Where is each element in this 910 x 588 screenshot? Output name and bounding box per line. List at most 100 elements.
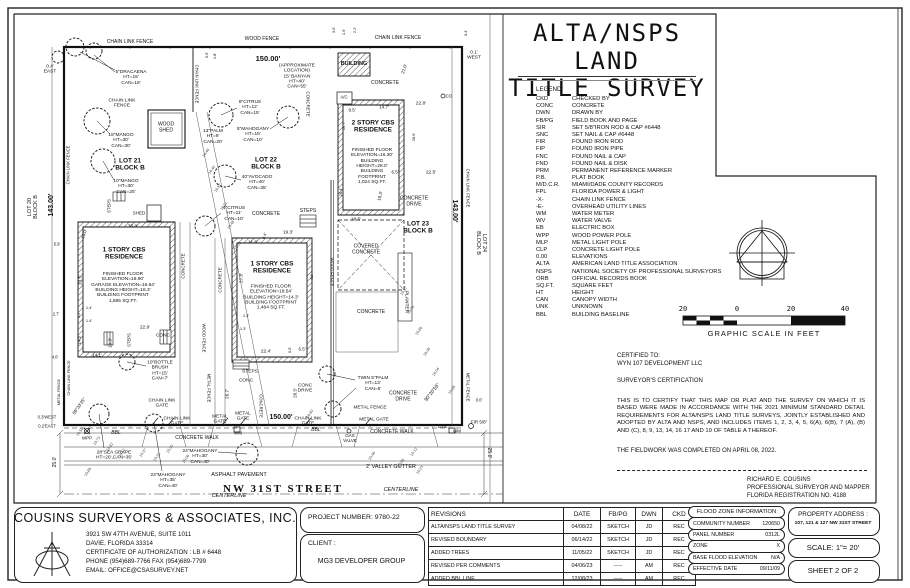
survey-label: CONC DRIVE <box>297 383 313 394</box>
svg-text:x: x <box>129 45 132 50</box>
survey-label: BUILDING <box>340 60 368 67</box>
survey-label: CONC <box>238 378 254 384</box>
svg-text:x: x <box>89 45 92 50</box>
svg-text:x: x <box>329 45 332 50</box>
survey-label: STEPS <box>299 208 317 215</box>
survey-label: 0.4' <box>462 29 468 37</box>
survey-label: CENTERLINE <box>383 486 419 493</box>
survey-label: CONCRETE <box>251 211 281 218</box>
survey-label: 26.7' <box>224 389 230 399</box>
steps-boxes <box>103 191 317 370</box>
residence-3-outline <box>337 99 405 216</box>
svg-text:x: x <box>461 298 464 303</box>
survey-label: 19.3' <box>282 230 294 236</box>
certification-heading: SURVEYOR'S CERTIFICATION <box>617 378 703 384</box>
concrete-patio-outline <box>335 291 399 353</box>
scale-value: SCALE: 1"= 20' <box>806 543 860 552</box>
survey-label: 2.2' <box>351 26 357 34</box>
survey-label: 23"MAHOGANY HT=35' CAN=40' <box>150 472 186 489</box>
svg-text:x: x <box>209 423 212 428</box>
survey-label: 26.5' <box>292 388 298 398</box>
svg-text:x: x <box>461 343 464 348</box>
survey-label: CHAIN LINK FENCE <box>65 145 71 185</box>
survey-label: STEPS <box>242 369 258 375</box>
survey-label: 5.9' <box>53 241 61 247</box>
gate-marks <box>151 417 372 426</box>
survey-label: METAL FENCE <box>353 405 387 411</box>
svg-text:x: x <box>449 423 452 428</box>
property-boundary <box>62 45 464 427</box>
survey-label: 1 STORY CBS RESIDENCE <box>102 246 146 261</box>
tree-leaders <box>79 51 357 472</box>
svg-text:x: x <box>369 45 372 50</box>
svg-text:x: x <box>289 45 292 50</box>
survey-label: BBL <box>311 427 321 434</box>
survey-label: METAL GATE <box>359 417 389 423</box>
survey-label: CHAIN LINK FENCE <box>106 39 154 46</box>
survey-label: LOT 20 BLOCK B <box>26 195 39 219</box>
survey-label: 5"MAHOGANY HT=15' CAN=10' <box>236 126 270 143</box>
svg-text:x: x <box>63 73 66 78</box>
svg-text:x: x <box>63 388 66 393</box>
svg-text:x: x <box>63 163 66 168</box>
survey-label: ASPHALT PAVEMENT <box>211 471 267 478</box>
svg-text:x: x <box>209 45 212 50</box>
scale-label-20-right: 20 <box>786 305 796 313</box>
ac-unit-box <box>336 91 353 105</box>
svg-text:x: x <box>409 45 412 50</box>
survey-label: 1 STORY CBS RESIDENCE <box>250 260 294 275</box>
survey-label: CHAIN LINK FENCE <box>66 360 71 396</box>
survey-label: GAS VALVE <box>343 432 357 443</box>
wood-shed-outline <box>147 109 186 149</box>
company-logo-icon <box>33 532 71 577</box>
certified-to-label: CERTIFIED TO: <box>617 353 661 359</box>
svg-text:x: x <box>63 208 66 213</box>
company-box <box>14 507 297 583</box>
survey-label: 23.5' <box>77 275 83 285</box>
drawing-frame <box>13 13 877 504</box>
shed-box <box>146 204 162 222</box>
survey-label: TWIN 5"PALM HT=13' CAN=5' <box>357 375 389 392</box>
survey-label: WPP <box>81 435 93 441</box>
survey-label: 6.5' <box>298 346 306 352</box>
survey-label: CO <box>445 93 453 99</box>
svg-text:x: x <box>63 343 66 348</box>
survey-label: 3.0' <box>330 26 336 34</box>
survey-label: 150.00' <box>255 53 281 63</box>
legend-item: SQ.FT.SQUARE FEET <box>536 282 613 289</box>
survey-label: 16.7' <box>340 121 346 131</box>
survey-label: METAL GATE <box>235 411 251 422</box>
survey-label: 28.4' <box>337 187 343 197</box>
survey-label: LOT 24 BLOCK B <box>475 231 488 255</box>
svg-text:x: x <box>461 118 464 123</box>
survey-label: 0.1' WEST <box>467 50 481 61</box>
covered-concrete-outline <box>337 219 405 291</box>
svg-text:x: x <box>461 163 464 168</box>
survey-label: CHAIN LINK GATE <box>163 416 191 427</box>
svg-text:x: x <box>461 388 464 393</box>
svg-text:x: x <box>461 73 464 78</box>
survey-label: CHAIN LINK FENCE <box>108 98 136 109</box>
scale-label-20-left: 20 <box>678 305 688 313</box>
survey-label: 18"MANGO HT=30' CAN=30' <box>108 132 134 149</box>
survey-label: 1.3' <box>242 312 250 318</box>
certified-to-value: WYN 107 DEVELOPMENT LLC <box>617 361 703 367</box>
svg-text:x: x <box>329 423 332 428</box>
survey-label: 4.2' <box>75 311 81 319</box>
survey-label: 0.2'EAST <box>38 423 56 429</box>
survey-label: FINISHED FLOOR ELEVATION=18.54' BUILDING… <box>243 284 299 312</box>
survey-label: METAL FENCE <box>465 372 471 402</box>
